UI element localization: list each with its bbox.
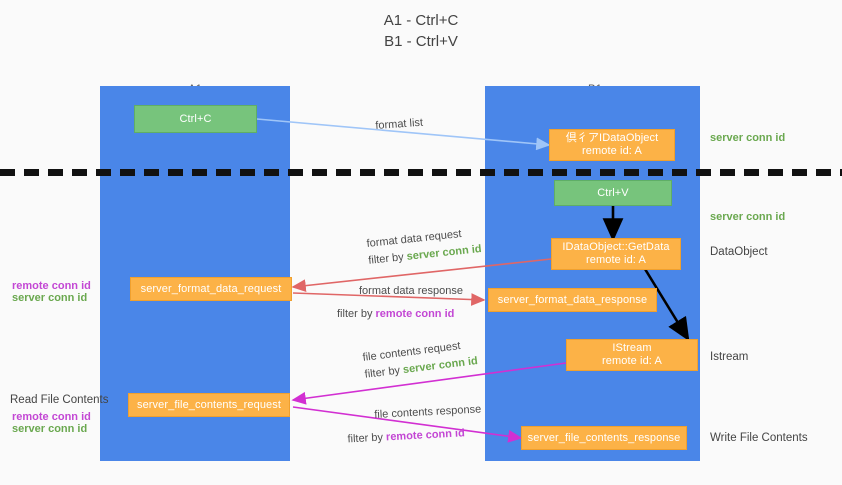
filter-by-text: filter by [367, 250, 408, 267]
filter-by-text: filter by [364, 364, 404, 381]
left-label-read-file-contents: Read File Contents [10, 394, 109, 406]
edge-label-format-data-response-filter: filter by remote conn id [337, 308, 463, 321]
node-istream[interactable]: IStream remote id: A [566, 339, 698, 371]
filter-by-text: filter by [347, 431, 387, 446]
node-ctrl-v[interactable]: Ctrl+V [554, 180, 672, 206]
right-label-write-file-contents: Write File Contents [710, 432, 808, 444]
node-ctrl-c[interactable]: Ctrl+C [134, 105, 257, 133]
remote-conn-id-text: remote conn id [375, 308, 455, 320]
right-label-dataobject: DataObject [710, 246, 768, 258]
right-label-server-conn-id-1: server conn id [710, 132, 786, 144]
right-label-server-conn-id-2: server conn id [710, 211, 786, 223]
node-server-file-contents-response[interactable]: server_file_contents_response [521, 426, 687, 450]
server-conn-id-text: server conn id [406, 243, 483, 263]
left-label-remote-conn-id-2: remote conn id [12, 411, 91, 423]
edge-label-format-data-response: format data response filter by remote co… [337, 285, 463, 321]
node-server-file-contents-request[interactable]: server_file_contents_request [128, 393, 290, 417]
edge-label-file-contents-response-text: file contents response [374, 403, 482, 421]
edge-label-file-contents-response: file contents response filter by remote … [347, 403, 483, 445]
node-idataobject-getdata[interactable]: IDataObject::GetData remote id: A [551, 238, 681, 270]
node-idataobject[interactable]: 倶彳アIDataObject remote id: A [549, 129, 675, 161]
diagram-title: A1 - Ctrl+C B1 - Ctrl+V [383, 12, 459, 50]
filter-by-text: filter by [337, 308, 376, 320]
right-label-istream: Istream [710, 351, 749, 363]
remote-conn-id-text: remote conn id [385, 427, 466, 444]
edge-label-file-contents-request: file contents request filter by server c… [362, 338, 479, 382]
edge-label-format-list: format list [375, 116, 424, 132]
edge-label-format-data-request: format data request filter by server con… [366, 226, 482, 268]
left-label-server-conn-id-2: server conn id [12, 423, 88, 435]
node-server-format-data-response[interactable]: server_format_data_response [488, 288, 657, 312]
node-server-format-data-request[interactable]: server_format_data_request [130, 277, 292, 301]
edge-label-file-contents-response-filter: filter by remote conn id [347, 426, 483, 446]
left-label-server-conn-id-1: server conn id [12, 292, 88, 304]
edge-label-format-data-response-text: format data response [359, 285, 463, 297]
phase-separator [0, 169, 842, 176]
left-label-remote-conn-id-1: remote conn id [12, 280, 91, 292]
